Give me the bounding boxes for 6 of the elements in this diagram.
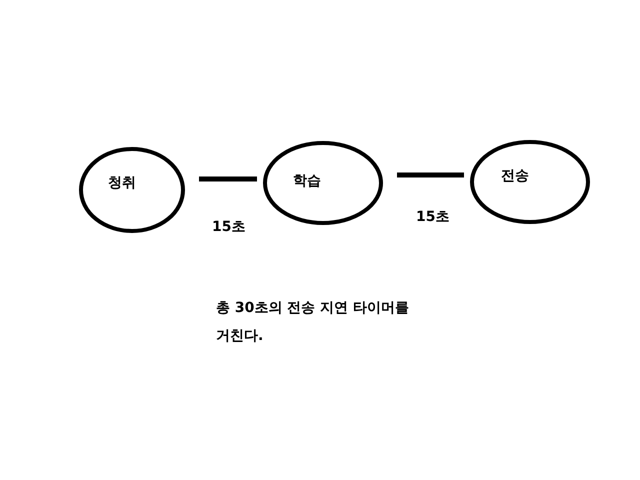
connector-line — [397, 172, 464, 178]
connector-line — [199, 176, 257, 182]
note-text: 총 30초의 전송 지연 타이머를 거친다. — [216, 299, 410, 346]
node-label: 학습 — [293, 172, 321, 190]
node-label: 전송 — [501, 167, 529, 185]
node-label: 청취 — [108, 174, 136, 192]
